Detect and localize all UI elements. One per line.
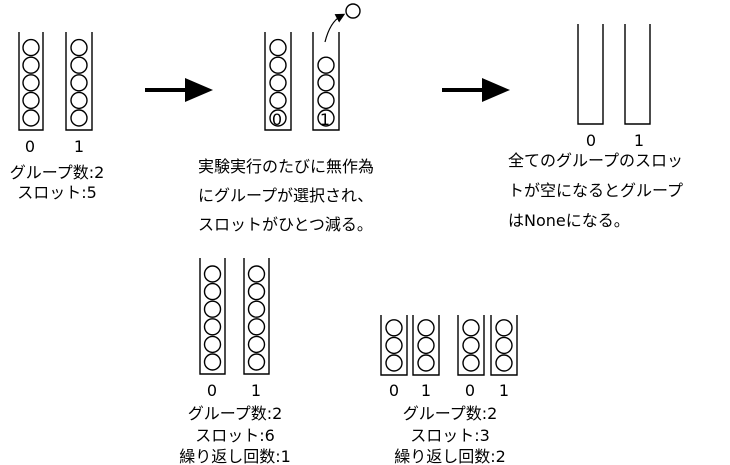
slot-ball xyxy=(203,335,222,354)
tube-group xyxy=(380,315,518,376)
drawn-ball xyxy=(345,3,361,19)
slot-ball xyxy=(269,74,287,92)
removal-arrow xyxy=(324,13,346,43)
slot-ball xyxy=(317,74,335,92)
caption-line-1: グループ数:2 xyxy=(403,404,498,423)
group-label-1: 1 xyxy=(74,137,84,156)
slot-ball xyxy=(70,109,88,127)
group-label-0: 0 xyxy=(25,137,35,156)
slot-ball xyxy=(70,38,88,57)
group-label-1: 1 xyxy=(634,131,644,150)
slot-ball xyxy=(495,354,513,372)
slot-ball xyxy=(417,336,435,355)
group-label-0: 0 xyxy=(389,381,399,400)
slot-ball xyxy=(203,300,222,318)
slot-ball xyxy=(203,265,222,283)
slot-ball xyxy=(462,336,480,355)
caption-line-3: 繰り返し回数:2 xyxy=(394,447,506,465)
slot-ball xyxy=(385,319,403,337)
caption-line-3: はNoneになる。 xyxy=(508,211,630,230)
tube-group xyxy=(18,32,93,131)
group-label-1: 1 xyxy=(499,381,509,400)
flow-arrow-1 xyxy=(145,78,213,102)
slot-ball xyxy=(495,336,513,355)
slot-ball xyxy=(269,109,287,127)
slot-ball xyxy=(269,56,287,74)
caption-line-2: スロット:5 xyxy=(17,183,97,202)
slot-ball xyxy=(495,319,513,337)
slot-ball xyxy=(462,319,480,337)
slot-ball xyxy=(317,56,335,74)
slot-ball xyxy=(70,91,88,110)
caption-line-2: スロット:6 xyxy=(195,426,275,445)
slot-ball xyxy=(247,353,266,371)
caption-line-3: スロットがひとつ減る。 xyxy=(198,215,373,234)
slot-ball xyxy=(417,354,435,372)
slot-ball xyxy=(417,319,435,337)
tube-group xyxy=(577,24,651,125)
slot-ball xyxy=(22,56,40,74)
slot-ball xyxy=(462,354,480,372)
caption-line-1: 全てのグループのスロッ xyxy=(508,151,683,170)
panel-repeat-2: 0 1 0 1 グループ数:2 スロット:3 繰り返し回数:2 xyxy=(380,315,518,465)
slot-ball xyxy=(269,91,287,110)
caption-line-1: グループ数:2 xyxy=(10,163,105,182)
panel-empty: 0 1 全てのグループのスロッ トが空になるとグループ はNoneになる。 xyxy=(508,24,683,230)
flow-arrow-2 xyxy=(442,78,510,102)
caption-line-2: にグループが選択され、 xyxy=(198,186,373,205)
slot-ball xyxy=(22,91,40,110)
slot-ball xyxy=(22,109,40,127)
slot-ball xyxy=(70,56,88,74)
slot-tube-0 xyxy=(577,24,604,125)
tube-group xyxy=(264,32,340,131)
slot-ball xyxy=(203,353,222,371)
slot-ball xyxy=(385,336,403,355)
slot-ball xyxy=(70,74,88,92)
caption-line-1: 実験実行のたびに無作為 xyxy=(198,157,374,176)
slot-ball xyxy=(203,318,222,336)
slot-ball xyxy=(247,282,266,301)
caption-line-1: グループ数:2 xyxy=(188,404,283,423)
group-label-1: 1 xyxy=(251,381,261,400)
slot-ball xyxy=(317,91,335,110)
slot-ball xyxy=(22,74,40,92)
group-label-1: 1 xyxy=(320,110,330,129)
slot-ball xyxy=(269,38,287,57)
slot-ball xyxy=(22,38,40,57)
panel-repeat-1: 0 1 グループ数:2 スロット:6 繰り返し回数:1 xyxy=(179,258,291,465)
group-label-0: 0 xyxy=(272,110,282,129)
caption-line-2: トが空になるとグループ xyxy=(508,181,683,200)
slot-ball xyxy=(247,335,266,354)
group-label-0: 0 xyxy=(207,381,217,400)
slot-ball xyxy=(317,109,335,127)
panel-initial: 0 1 グループ数:2 スロット:5 xyxy=(10,32,105,202)
group-label-0: 0 xyxy=(586,131,596,150)
group-label-1: 1 xyxy=(421,381,431,400)
group-label-0: 0 xyxy=(465,381,475,400)
slot-ball xyxy=(385,354,403,372)
slot-tube-1 xyxy=(624,24,651,125)
caption-line-2: スロット:3 xyxy=(410,426,490,445)
slot-ball xyxy=(247,265,266,283)
panel-draw: 0 1 実験実行のたびに無作為 にグループが選択され、 スロットがひとつ減る。 xyxy=(198,3,374,234)
slot-ball xyxy=(247,318,266,336)
slot-ball xyxy=(247,300,266,318)
tube-group xyxy=(199,258,270,375)
slot-ball xyxy=(203,282,222,301)
caption-line-3: 繰り返し回数:1 xyxy=(179,447,291,465)
